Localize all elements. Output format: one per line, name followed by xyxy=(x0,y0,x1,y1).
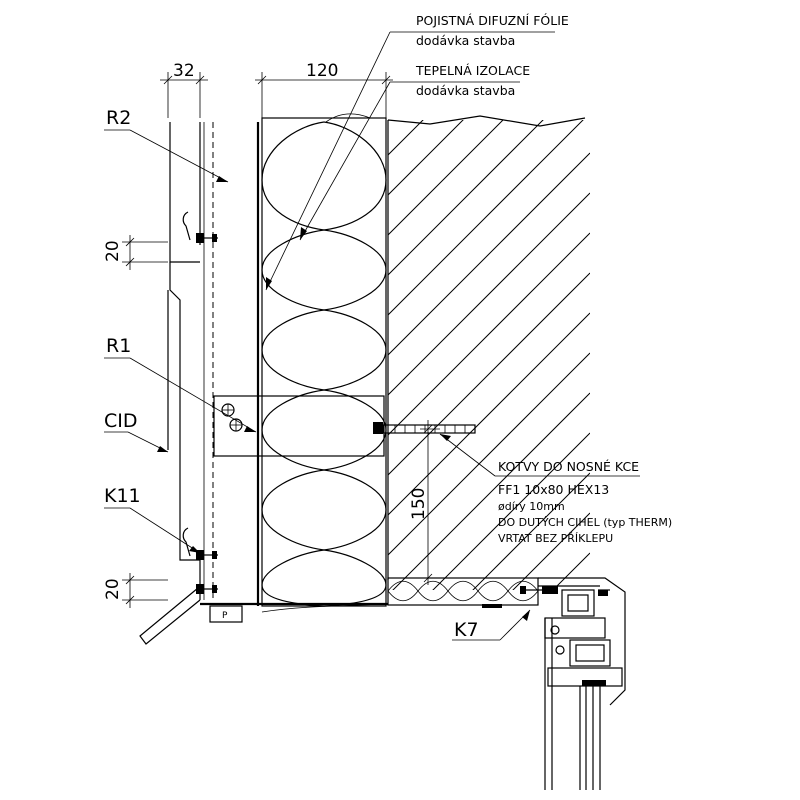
screw-bottom xyxy=(196,584,218,594)
masonry-wall xyxy=(387,115,590,590)
anchor-line-4: VRTAT BEZ PŘÍKLEPU xyxy=(498,532,613,545)
dimension-150: 150 xyxy=(409,420,440,585)
leader-k11 xyxy=(104,507,201,554)
label-k7: K7 xyxy=(454,619,479,641)
leader-r2 xyxy=(104,129,229,183)
label-cid: CID xyxy=(104,410,138,432)
bottom-flashing xyxy=(139,587,389,645)
bracket xyxy=(213,395,385,457)
soffit-insulation xyxy=(387,577,539,608)
window-frame xyxy=(520,577,626,790)
anchor-title: KOTVY DO NOSNÉ KCE xyxy=(498,459,639,474)
screw-top xyxy=(196,233,218,243)
dim-20-top-text: 20 xyxy=(103,240,123,262)
cladding-system xyxy=(167,122,214,600)
dim-32-text: 32 xyxy=(173,61,195,81)
leader-foil xyxy=(265,31,555,291)
wall-hatch xyxy=(388,120,590,590)
dim-20-bottom-text: 20 xyxy=(103,578,123,600)
screw-k11 xyxy=(196,550,218,560)
label-r2: R2 xyxy=(106,107,131,129)
thermal-insulation xyxy=(261,113,387,607)
anchor-line-2: ødíry 10mm xyxy=(498,500,565,513)
tag-p: P xyxy=(209,605,243,623)
dim-150-text: 150 xyxy=(409,488,429,520)
leader-anchor xyxy=(439,433,640,477)
insulation-title: TEPELNÁ IZOLACE xyxy=(415,63,530,78)
label-k11: K11 xyxy=(104,485,141,507)
dimension-20-bottom: 20 xyxy=(103,573,168,608)
dimension-20-top: 20 xyxy=(103,235,168,270)
insulation-sub: dodávka stavba xyxy=(416,83,515,98)
label-r1: R1 xyxy=(106,335,131,357)
tag-p-text: P xyxy=(222,611,228,621)
leader-r1 xyxy=(104,357,257,433)
anchor-line-3: DO DUTÝCH CIHEL (typ THERM) xyxy=(498,516,672,529)
foil-title: POJISTNÁ DIFUZNÍ FÓLIE xyxy=(416,13,569,28)
leader-insulation xyxy=(299,81,520,241)
anchor-line-1: FF1 10x80 HEX13 xyxy=(498,482,609,497)
dim-120-text: 120 xyxy=(306,61,338,81)
leader-k7 xyxy=(452,609,531,641)
dimension-32: 32 xyxy=(160,61,208,118)
dimension-120: 120 xyxy=(255,61,393,118)
foil-sub: dodávka stavba xyxy=(416,33,515,48)
leader-cid xyxy=(104,431,169,453)
